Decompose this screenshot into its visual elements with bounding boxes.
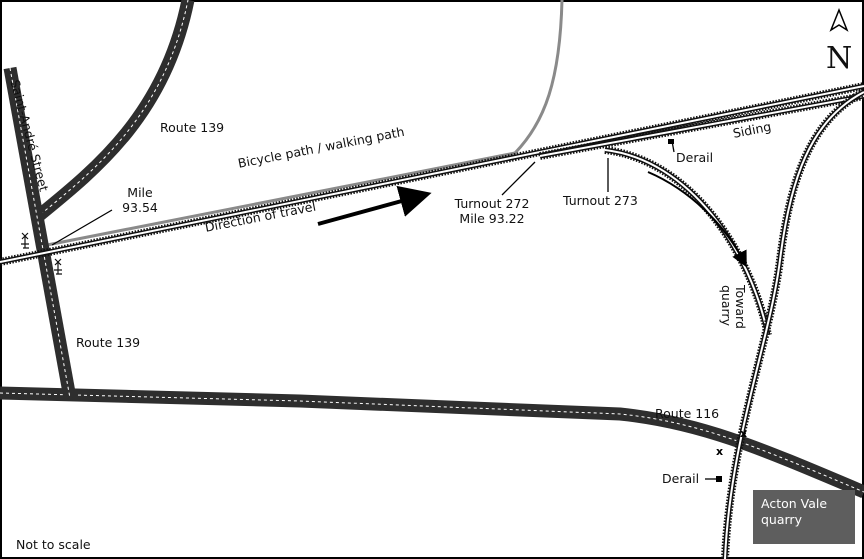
quarry-text: quarry	[719, 285, 734, 326]
wye-track	[721, 88, 864, 559]
derail-marker-bottom	[716, 476, 722, 482]
crossing-x-icon: x	[716, 445, 723, 458]
direction-arrow-icon	[317, 185, 432, 226]
crossing-signal-icon	[54, 258, 62, 275]
derail-label: Derail	[676, 150, 714, 165]
turnout-273-label: Turnout 273	[563, 193, 638, 208]
mile-text: Mile	[127, 185, 153, 200]
not-to-scale-label: Not to scale	[16, 537, 91, 552]
derail-label: Derail	[662, 471, 700, 486]
route-139-label: Route 139	[160, 120, 225, 135]
bicycle-path	[41, 0, 564, 248]
mile-93-22-text: Mile 93.22	[459, 211, 525, 226]
quarry-name-line2: quarry	[761, 512, 802, 527]
toward-text: Toward	[733, 285, 748, 329]
mile-value: 93.54	[122, 200, 158, 215]
route-116	[0, 386, 864, 498]
quarry-direction-arrow-icon	[647, 171, 747, 268]
crossing-signal-icon	[21, 232, 29, 249]
turnout-272-text: Turnout 272	[454, 196, 530, 211]
north-label: N	[826, 41, 853, 76]
route-116-label: Route 116	[655, 406, 720, 421]
quarry-name-line1: Acton Vale	[761, 496, 828, 511]
route-139-north	[31, 0, 195, 224]
derail-marker-top	[668, 139, 674, 144]
roads	[0, 0, 864, 498]
siding-track	[539, 92, 864, 160]
quarry-branch-track	[604, 146, 772, 336]
route-139-label: Route 139	[76, 335, 141, 350]
saint-andre-street	[3, 66, 77, 400]
north-arrow-icon	[829, 7, 849, 32]
leader-lines	[51, 140, 718, 480]
tracks	[0, 82, 864, 559]
crossing-x-icon: x	[740, 427, 747, 440]
